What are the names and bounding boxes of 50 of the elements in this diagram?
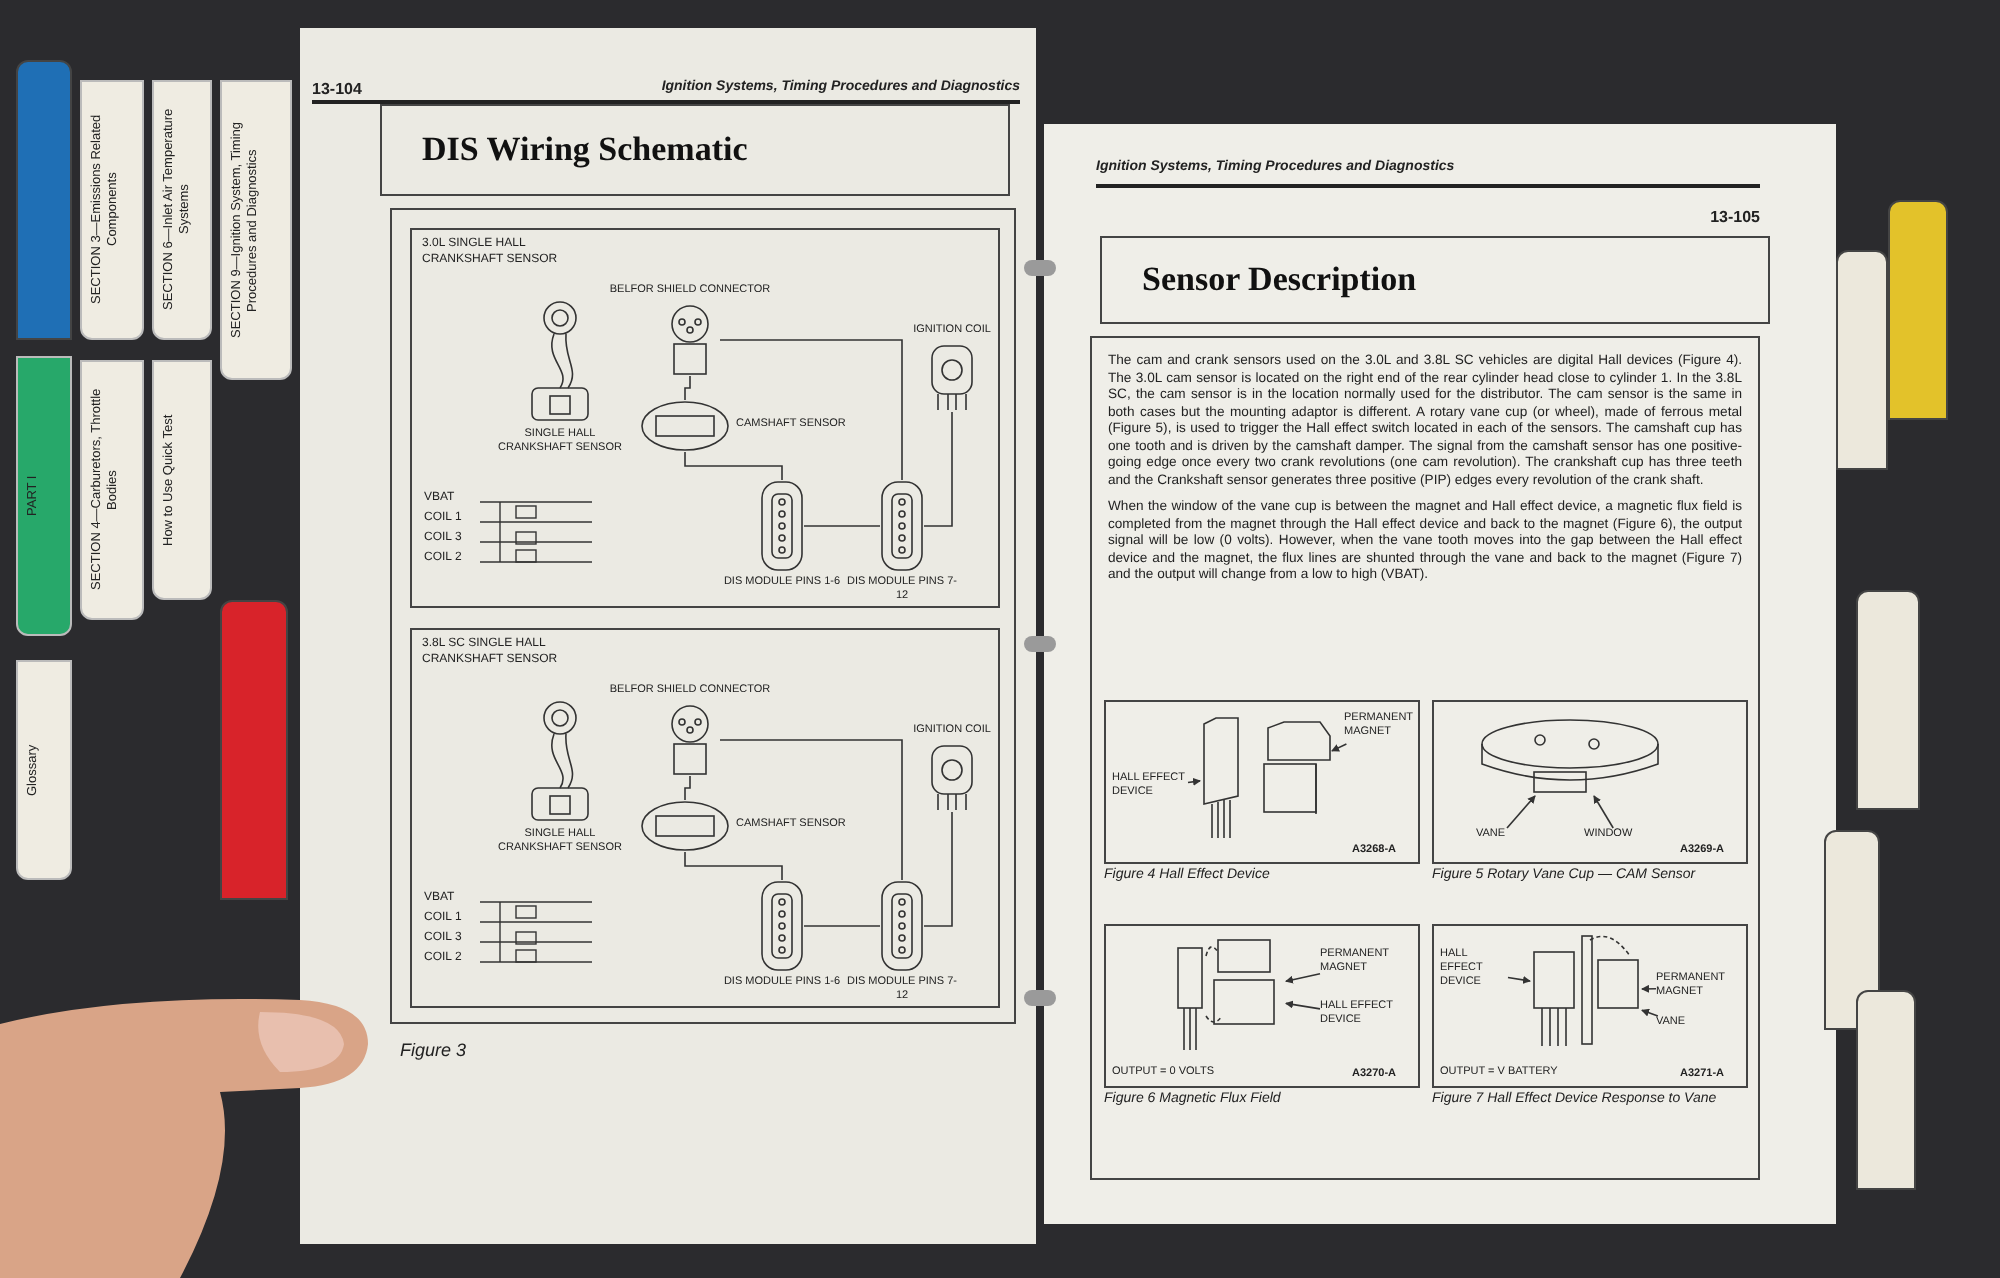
page-number: 13-105 — [1708, 208, 1760, 228]
leader-line — [1506, 795, 1536, 829]
index-tab — [16, 60, 72, 340]
index-tab — [1836, 250, 1888, 470]
module-connector-drawing — [760, 880, 804, 972]
ignition-coil-drawing — [930, 744, 974, 812]
leader-line — [1187, 777, 1201, 786]
index-tab — [1888, 200, 1948, 420]
leader-line — [1641, 1008, 1659, 1017]
leader-line — [1507, 975, 1531, 984]
wire — [719, 739, 903, 881]
index-tab — [220, 600, 288, 900]
ignition-coil-drawing — [930, 344, 974, 412]
hall-sensor-drawing — [1530, 932, 1642, 1048]
leader-line — [1641, 984, 1657, 993]
schematic-panel — [410, 228, 1000, 608]
page-number: 13-104 — [312, 80, 364, 100]
hall-sensor-drawing — [1200, 716, 1240, 840]
wire — [803, 925, 881, 927]
leader-line — [1331, 743, 1348, 752]
title-box: DIS Wiring Schematic — [380, 104, 1010, 196]
module-connector-drawing — [760, 480, 804, 572]
index-tab — [1856, 990, 1916, 1190]
figure-box — [1432, 700, 1748, 864]
wire — [719, 339, 903, 481]
figure-box — [1104, 700, 1420, 864]
figure-box — [1104, 924, 1420, 1088]
wire — [684, 375, 691, 401]
camshaft-sensor-drawing — [640, 400, 730, 452]
title-box: Sensor Description — [1100, 236, 1770, 324]
magnet-drawing — [1260, 720, 1332, 816]
figure-box — [1432, 924, 1748, 1088]
leader-line — [1285, 1000, 1321, 1010]
leader-line — [1285, 972, 1321, 984]
module-connector-drawing — [880, 480, 924, 572]
wire — [803, 525, 881, 527]
wire — [923, 811, 953, 927]
wire — [684, 775, 691, 801]
module-connector-drawing — [880, 880, 924, 972]
text-frame — [1090, 336, 1760, 1180]
index-tab — [1856, 590, 1920, 810]
figure-frame — [390, 208, 1016, 1024]
wire — [923, 411, 953, 527]
wire — [684, 451, 783, 481]
schematic-panel — [410, 628, 1000, 1008]
wire — [684, 851, 783, 881]
camshaft-sensor-drawing — [640, 800, 730, 852]
figure-caption: Figure 3 — [400, 1040, 469, 1063]
index-tab — [1824, 830, 1880, 1030]
leader-line — [1593, 795, 1614, 829]
